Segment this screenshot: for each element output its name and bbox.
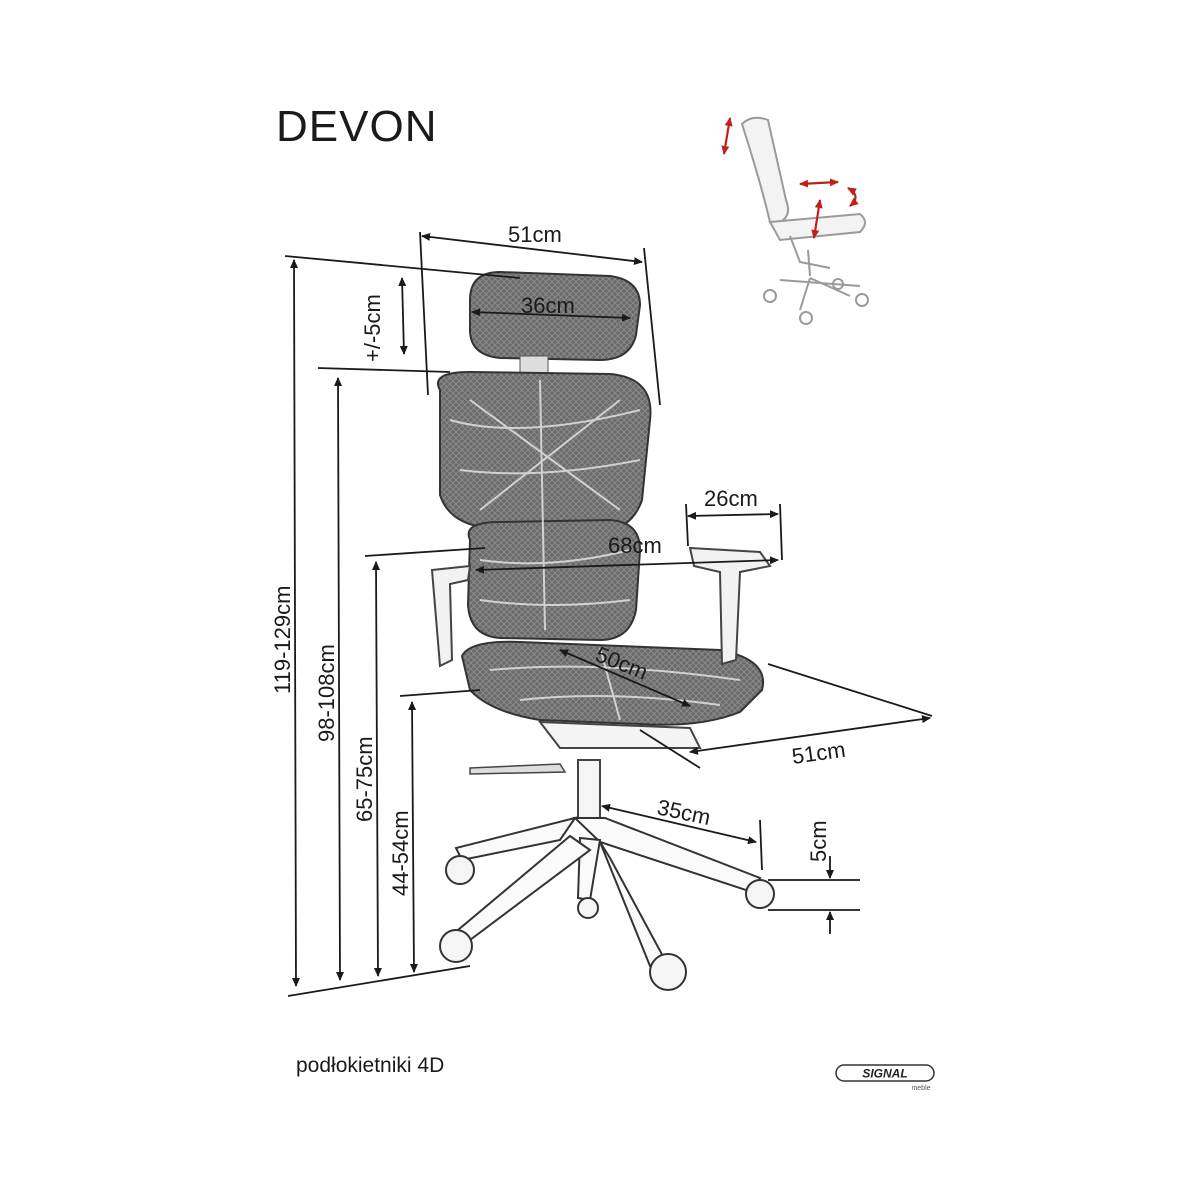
label-seat-height: 44-54cm bbox=[388, 810, 413, 896]
backrest-upper bbox=[437, 370, 652, 532]
label-seat-width: 51cm bbox=[790, 737, 847, 769]
label-total-height: 119-129cm bbox=[270, 586, 295, 694]
mechanism bbox=[537, 720, 702, 749]
armrest-right bbox=[688, 546, 772, 666]
label-armrest-height: 65-75cm bbox=[352, 736, 377, 822]
product-title: DEVON bbox=[276, 102, 438, 151]
label-backrest-height: 98-108cm bbox=[314, 644, 339, 742]
label-base-radius: 35cm bbox=[655, 794, 713, 830]
gas-lift bbox=[577, 759, 601, 821]
svg-text:meble: meble bbox=[911, 1085, 930, 1092]
star-base bbox=[454, 816, 762, 968]
label-headrest-adjust: +/-5cm bbox=[360, 294, 385, 362]
label-armrest-span: 68cm bbox=[608, 533, 662, 558]
label-wheel-height: 5cm bbox=[806, 820, 831, 862]
dimension-lines bbox=[284, 231, 933, 997]
chair-illustration bbox=[430, 270, 775, 991]
armrest-left bbox=[430, 564, 472, 668]
label-armrest-length: 26cm bbox=[704, 486, 758, 511]
label-headrest-inner-width: 36cm bbox=[521, 293, 575, 318]
adjustment-thumbnail bbox=[721, 116, 869, 325]
footnote-armrests: podłokietniki 4D bbox=[296, 1054, 445, 1077]
casters bbox=[439, 855, 775, 991]
lever bbox=[469, 763, 567, 775]
svg-text:SIGNAL: SIGNAL bbox=[862, 1067, 907, 1081]
signal-logo: SIGNAL meble bbox=[835, 1064, 935, 1092]
backrest-lower bbox=[466, 518, 642, 642]
label-headrest-outer-width: 51cm bbox=[508, 222, 562, 247]
